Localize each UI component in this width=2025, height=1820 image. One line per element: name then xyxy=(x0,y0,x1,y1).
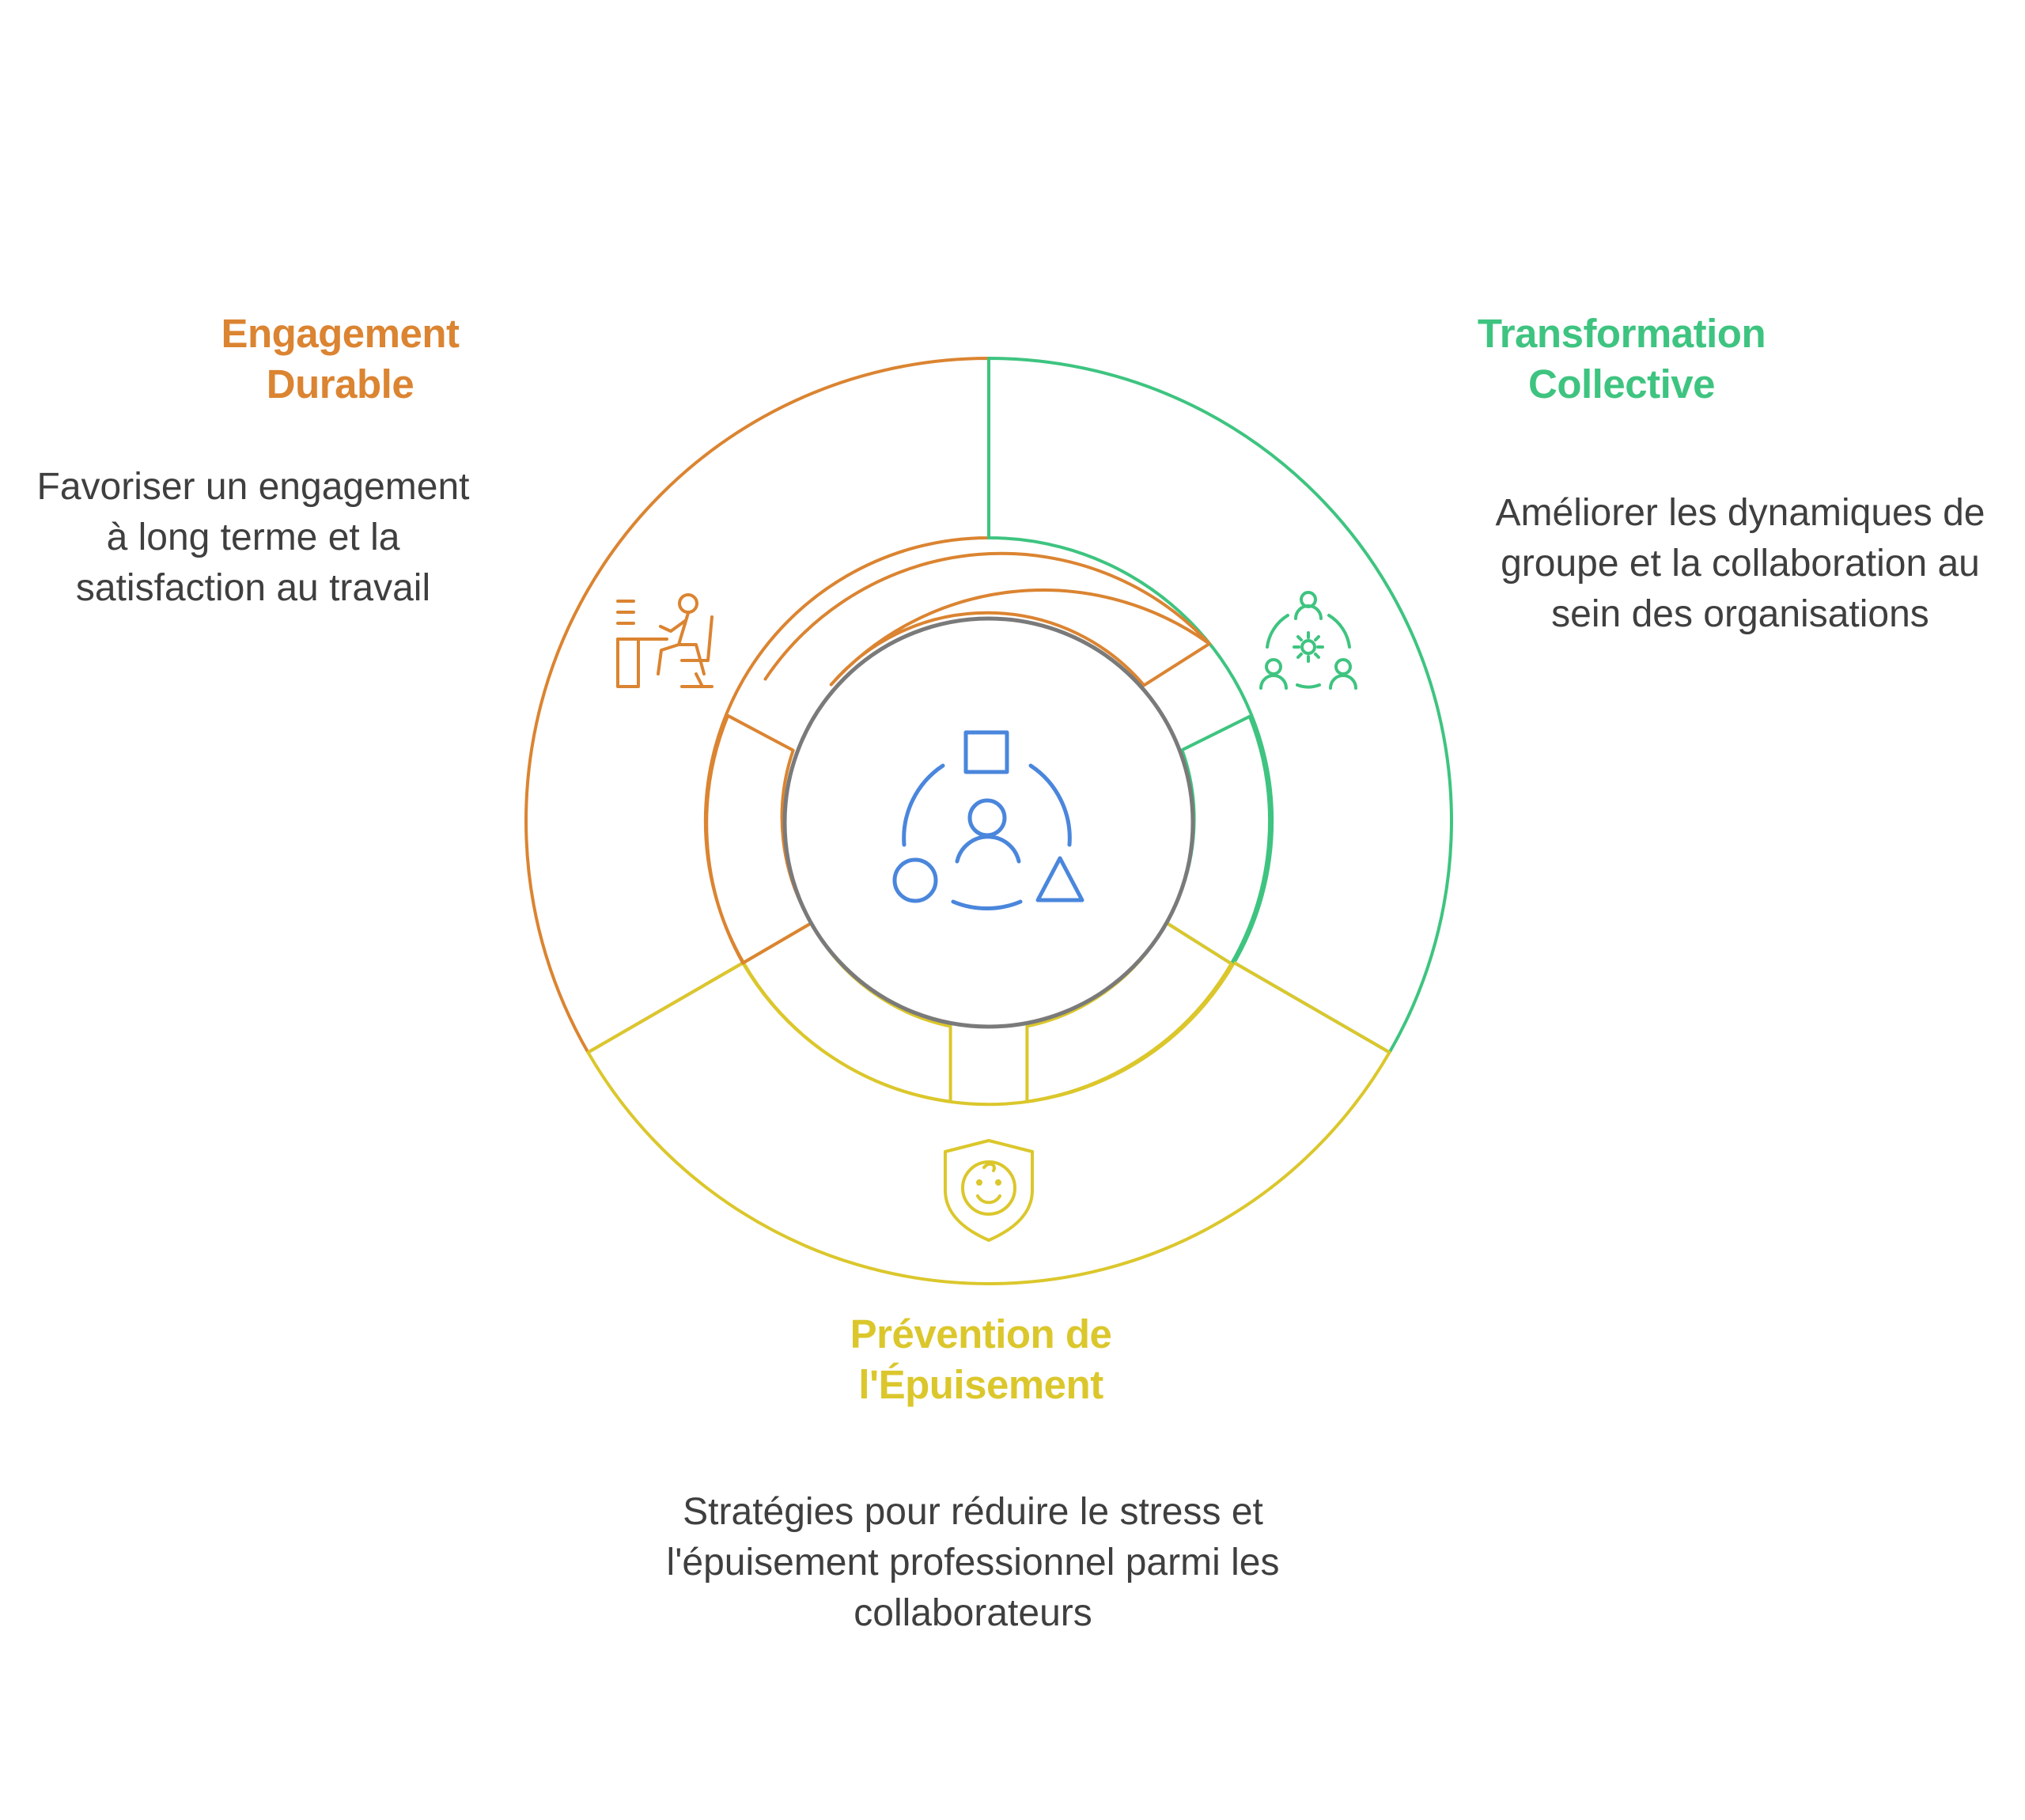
segment-description-engagement: Favoriser un engagement à long terme et … xyxy=(36,466,470,609)
segment-description-prevention: Stratégies pour réduire le stress et l'é… xyxy=(666,1491,1280,1634)
person-shapes-cycle-icon xyxy=(892,730,1084,911)
segment-title-engagement: Engagement Durable xyxy=(221,311,460,407)
segment-description-transformation: Améliorer les dynamiques de groupe et la… xyxy=(1495,492,1985,635)
person-at-desk-icon xyxy=(616,593,713,688)
smiley-shield-icon xyxy=(944,1139,1034,1242)
inner-segment-engagement xyxy=(829,588,1211,687)
inner-segment-engagement-lower xyxy=(705,551,1211,965)
center-circle xyxy=(782,616,1195,1029)
team-gear-icon xyxy=(1259,591,1357,690)
segment-title-transformation: Transformation Collective xyxy=(1477,311,1766,407)
outer-segment-transformation xyxy=(987,357,1453,1054)
outer-segment-engagement xyxy=(524,357,990,1054)
segment-title-prevention: Prévention de l'Épuisement xyxy=(850,1311,1112,1407)
